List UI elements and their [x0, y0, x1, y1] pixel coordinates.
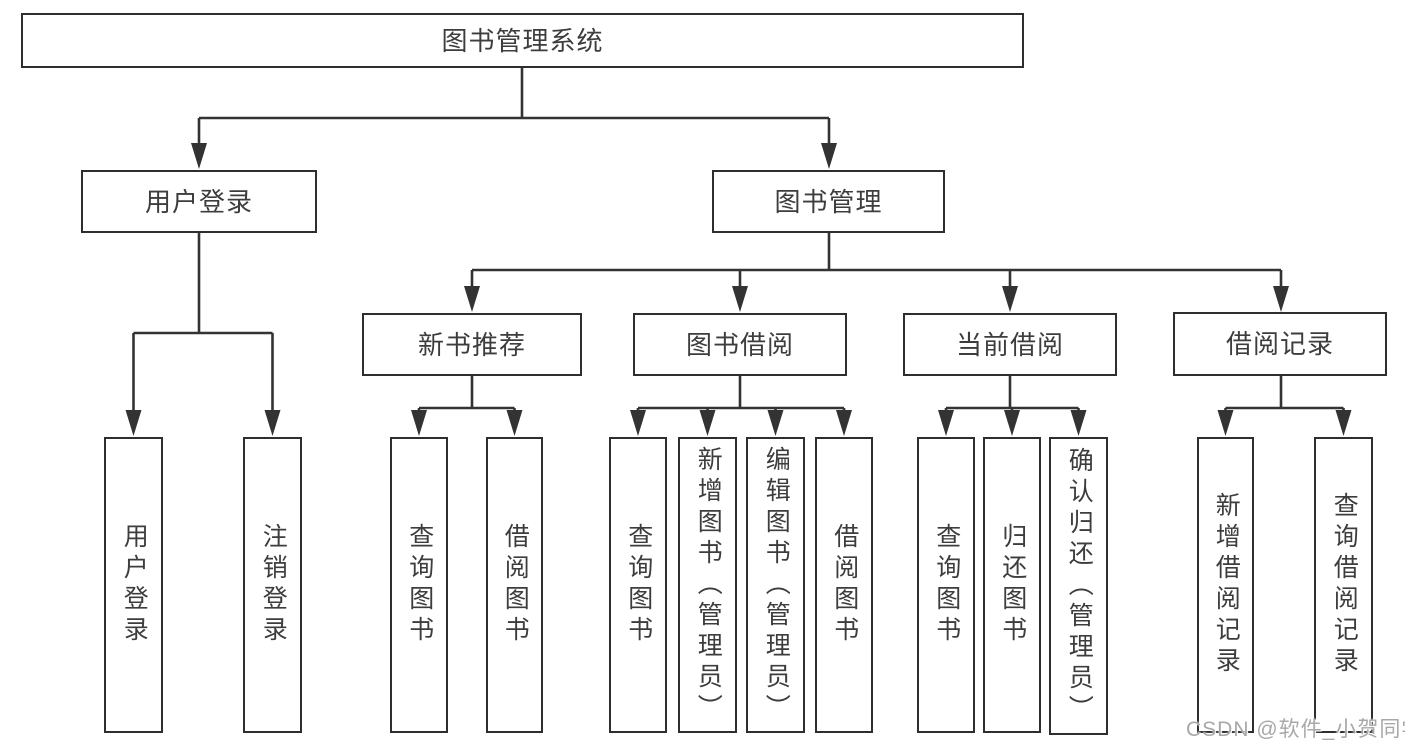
node-label: 借阅图书 — [501, 523, 530, 647]
node-new-book-recommend: 新书推荐 — [362, 313, 582, 376]
node-book-borrow: 图书借阅 — [633, 313, 847, 376]
leaf-cb-confirm-return-admin: 确认归还（管理员） — [1049, 437, 1108, 735]
leaf-br-add-record: 新增借阅记录 — [1197, 437, 1254, 733]
node-label: 借阅图书 — [830, 523, 859, 647]
leaf-bb-add-books-admin: 新增图书（管理员） — [678, 437, 737, 733]
node-label: 查询图书 — [932, 523, 961, 647]
leaf-nbr-borrow-books: 借阅图书 — [486, 437, 543, 733]
csdn-watermark: CSDN @软件_小贺同学 — [1186, 718, 1405, 741]
node-label: 注销登录 — [259, 523, 288, 647]
leaf-cb-return-books: 归还图书 — [983, 437, 1041, 733]
node-label: 查询图书 — [624, 523, 653, 647]
node-label: 图书借阅 — [685, 329, 794, 360]
node-label: 查询借阅记录 — [1330, 492, 1359, 678]
node-label: 当前借阅 — [955, 329, 1064, 360]
node-user-login: 用户登录 — [81, 170, 317, 233]
node-library-management-system: 图书管理系统 — [21, 13, 1024, 68]
leaf-bb-query-books: 查询图书 — [609, 437, 667, 733]
node-label: 借阅记录 — [1225, 329, 1334, 359]
leaf-bb-edit-books-admin: 编辑图书（管理员） — [746, 437, 805, 733]
node-label: 图书管理 — [774, 186, 883, 217]
node-label: 新书推荐 — [417, 329, 526, 360]
node-label: 用户登录 — [120, 523, 149, 647]
leaf-user-login: 用户登录 — [104, 437, 163, 733]
node-label: 新增图书（管理员） — [694, 445, 723, 725]
leaf-logout: 注销登录 — [243, 437, 302, 733]
node-book-management: 图书管理 — [712, 170, 945, 233]
leaf-nbr-query-books: 查询图书 — [390, 437, 448, 733]
leaf-br-query-record: 查询借阅记录 — [1314, 437, 1373, 733]
leaf-cb-query-books: 查询图书 — [917, 437, 975, 733]
node-label: 确认归还（管理员） — [1065, 446, 1094, 726]
node-label: 图书管理系统 — [441, 25, 604, 56]
node-label: 用户登录 — [144, 186, 253, 217]
node-label: 新增借阅记录 — [1212, 492, 1241, 678]
leaf-bb-borrow-books: 借阅图书 — [815, 437, 873, 733]
node-current-borrow: 当前借阅 — [903, 313, 1117, 376]
node-borrow-records: 借阅记录 — [1173, 312, 1387, 376]
node-label: 查询图书 — [405, 523, 434, 647]
node-label: 编辑图书（管理员） — [762, 445, 791, 725]
node-label: 归还图书 — [998, 523, 1027, 647]
